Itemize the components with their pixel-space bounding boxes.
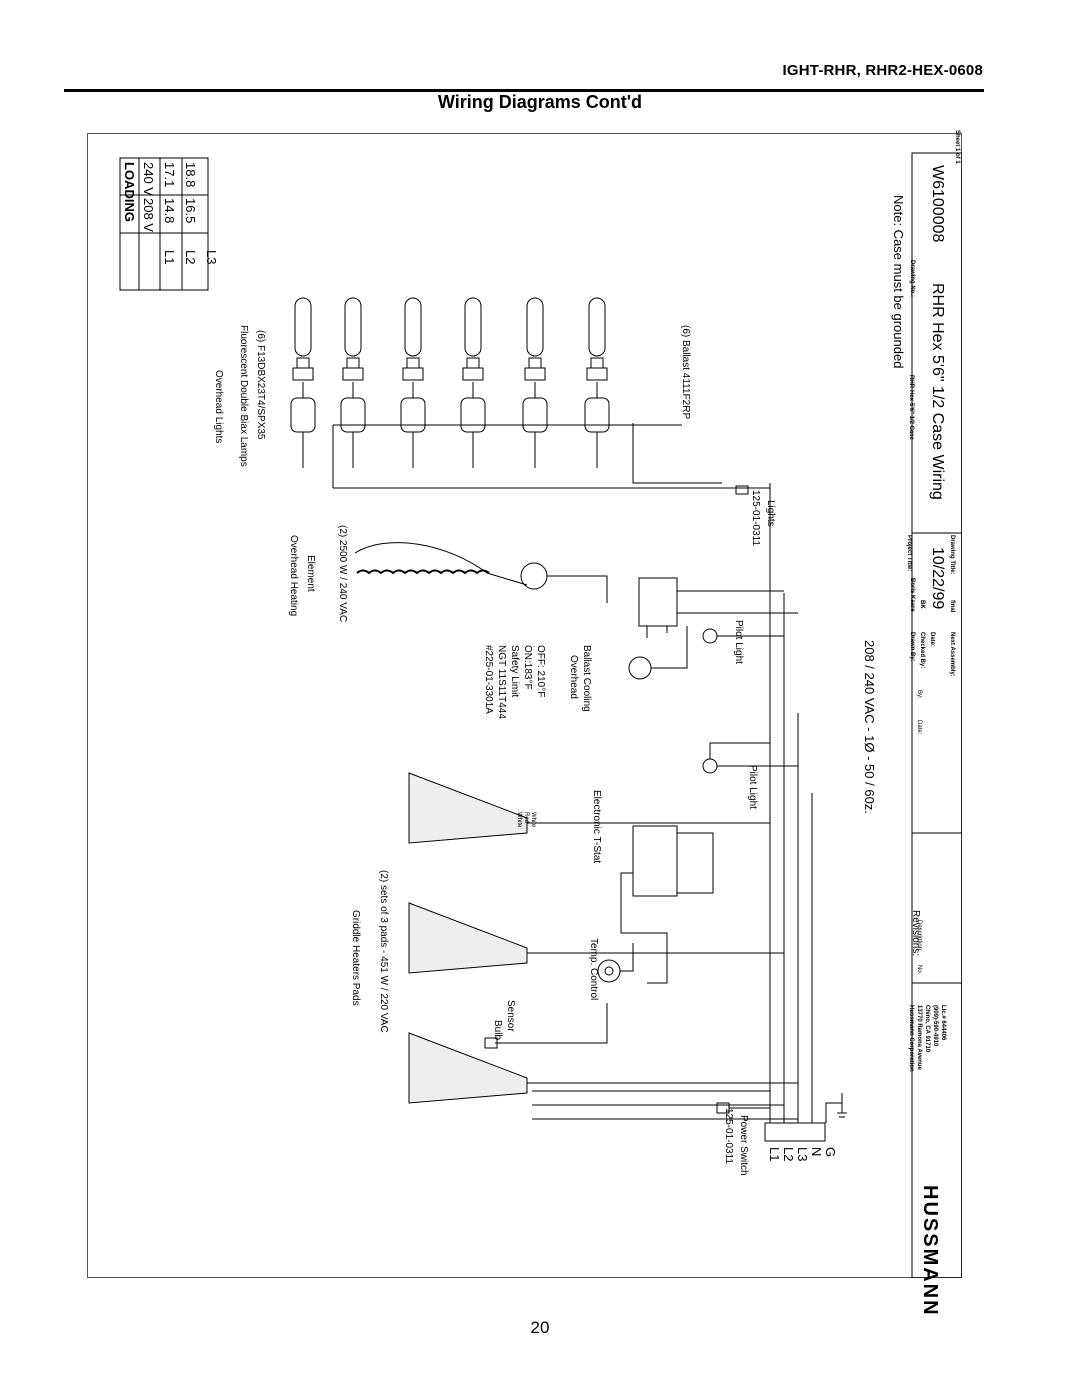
limit-on: ON:183°F bbox=[522, 645, 533, 690]
date-label: Date: bbox=[929, 632, 935, 648]
heater-feed-wire bbox=[354, 542, 488, 574]
heating-element: Element bbox=[305, 555, 316, 592]
loading-cell: 18.8 bbox=[183, 162, 198, 188]
drawn-by-label: Drawn By: bbox=[909, 632, 915, 662]
pilot-light-bottom-label: Pilot Light bbox=[747, 765, 758, 809]
drawing-no: W6100008 bbox=[929, 165, 946, 243]
electronic-tstat-symbol bbox=[632, 825, 678, 897]
loading-cell: L2 bbox=[183, 250, 198, 265]
page-number: 20 bbox=[530, 1318, 550, 1337]
lights-feed-wire bbox=[332, 425, 770, 489]
project-title-label: Project Title: bbox=[906, 535, 912, 572]
motor-label-2: Ballast Cooling bbox=[581, 645, 592, 712]
tstat-label: Electronic T-Stat bbox=[591, 790, 602, 864]
relay-symbol bbox=[638, 577, 678, 627]
griddle-title: Griddle Heaters Pads bbox=[350, 910, 361, 1006]
griddle-heater-pad-3 bbox=[408, 1032, 528, 1104]
terminal-label: N bbox=[809, 1147, 824, 1157]
loading-cell: 14.8 bbox=[162, 198, 177, 224]
loading-cell: L3 bbox=[204, 250, 219, 265]
bulb-sensor-wire bbox=[495, 1003, 608, 1044]
sensor-label: Sensor bbox=[505, 1000, 516, 1032]
company-line: 13770 Ramona Avenue bbox=[916, 1005, 922, 1070]
pilot-light-top-label: Pilot Light bbox=[733, 620, 744, 664]
lights-title: Overhead Lights bbox=[213, 370, 224, 444]
wire-label: Red bbox=[523, 812, 529, 824]
terminal-label: G bbox=[823, 1147, 838, 1158]
company-line: Lic.# 644406 bbox=[940, 1005, 946, 1041]
checked-by: BK bbox=[919, 600, 925, 609]
ballast-spec: (6) Ballast 4111F2RP bbox=[680, 325, 691, 420]
next-assembly-label: Next Assembly: bbox=[949, 632, 955, 677]
loading-cell: L1 bbox=[162, 250, 177, 265]
wiring-diagram bbox=[119, 152, 962, 1278]
power-switch-label: Power Switch bbox=[738, 1115, 749, 1176]
limit-part: #225-01-3301A bbox=[483, 645, 494, 714]
header-model-number: IGHT-RHR, RHR2-HEX-0608 bbox=[782, 62, 983, 79]
bulb-label: Bulb bbox=[492, 1020, 503, 1041]
ground-symbol bbox=[837, 1093, 847, 1118]
title-block-frame bbox=[911, 152, 962, 1278]
loading-cell: 17.1 bbox=[162, 162, 177, 188]
company-line: (909)-590-4910 bbox=[932, 1005, 938, 1047]
terminal-label: L1 bbox=[767, 1147, 782, 1162]
cooling-fan-motor-symbol bbox=[628, 656, 652, 680]
drawing-no-label: Drawing No.: bbox=[909, 260, 915, 297]
sheet-number: Sheet 1 of 1 bbox=[954, 130, 960, 164]
loading-cell: 208 V bbox=[141, 198, 156, 232]
heating-title: Overhead Heating bbox=[288, 535, 299, 617]
company-line: Hussmann Corporation bbox=[908, 1005, 914, 1072]
checked-by-label: Checked By: bbox=[919, 632, 925, 669]
pilot-light-bottom-symbol bbox=[702, 758, 718, 774]
limit-label: Safety Limit bbox=[509, 645, 520, 698]
heating-element-coil bbox=[356, 569, 490, 575]
wire-label: White bbox=[530, 812, 536, 828]
loading-table-frame bbox=[119, 157, 209, 291]
limit-model: NGT 11S11T444 bbox=[496, 645, 507, 719]
griddle-heater-pad-1 bbox=[408, 772, 528, 844]
limit-off: OFF: 210°F bbox=[535, 645, 546, 698]
loading-table-title: LOADING bbox=[122, 162, 137, 222]
griddle-bus-wires bbox=[532, 1090, 798, 1120]
motor-label: Overhead bbox=[568, 655, 579, 699]
drawn-by: Boris Kaare bbox=[909, 578, 915, 612]
pilot-light-top-symbol bbox=[702, 628, 718, 644]
terminal-label: L3 bbox=[795, 1147, 810, 1162]
rev-col: Date: bbox=[916, 720, 922, 735]
hussmann-logo: HUSSMANN bbox=[919, 1185, 941, 1317]
supply-spec: 208 / 240 VAC - 1Ø - 50 / 60z. bbox=[862, 640, 877, 814]
rev-col: No. bbox=[916, 965, 922, 975]
griddle-spec: (2) sets of 3 pads - 451 W / 220 VAC bbox=[378, 870, 389, 1033]
wire-label: White bbox=[516, 812, 522, 828]
griddle-heater-pad-2 bbox=[408, 902, 528, 974]
drawing-title: RHR Hex 5'6" 1/2 Case Wiring bbox=[929, 283, 946, 500]
company-line: Chino, CA 91710 bbox=[924, 1005, 930, 1053]
power-switch-part: 125-01-0311 bbox=[723, 1108, 734, 1164]
rev-col: Description: bbox=[916, 920, 922, 952]
temp-control-knob bbox=[597, 959, 621, 983]
loading-cell: 240 V bbox=[141, 162, 156, 196]
lights-subtitle: Fluorescent Double Biax Lamps bbox=[238, 325, 249, 467]
next-assembly: final bbox=[949, 600, 955, 613]
terminal-block bbox=[764, 1122, 826, 1142]
project-title: RHR-Hex-5'6" 1/2 Case bbox=[908, 375, 914, 440]
temp-control-label: Temp. Control bbox=[588, 938, 599, 1001]
grounding-note: Note: Case must be grounded bbox=[891, 195, 906, 369]
lights-switch-label: Lights bbox=[765, 500, 776, 527]
lamp-spec: (6) F13DBX23T4/SPX35 bbox=[255, 330, 266, 440]
lights-switch-symbol bbox=[735, 485, 749, 495]
lights-switch-part: 125-01-0311 bbox=[750, 490, 761, 546]
supply-bus-wires bbox=[769, 483, 813, 1083]
page-title: Wiring Diagrams Cont'd bbox=[437, 92, 643, 112]
date-value: 10/22/99 bbox=[929, 547, 946, 610]
fluorescent-lamp-group bbox=[290, 297, 610, 468]
header-rule bbox=[64, 89, 984, 92]
safety-limit-symbol bbox=[520, 562, 548, 590]
drawing-title-label: Drawing Title: bbox=[949, 535, 955, 575]
terminal-label: L2 bbox=[781, 1147, 796, 1162]
heating-spec: (2) 2500 W / 240 VAC bbox=[337, 525, 348, 623]
rev-col: By: bbox=[916, 690, 922, 699]
loading-cell: 16.5 bbox=[183, 198, 198, 224]
